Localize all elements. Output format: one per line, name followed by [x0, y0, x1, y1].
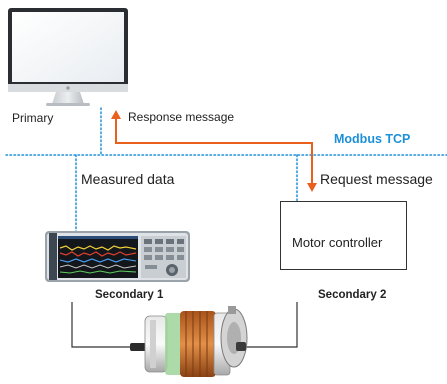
- secondary-1-wire: [71, 302, 140, 348]
- response-message-label: Response message: [128, 110, 235, 124]
- secondary-2-label: Secondary 2: [318, 289, 387, 301]
- power-analyzer-icon: [45, 231, 190, 282]
- primary-label: Primary: [12, 111, 54, 125]
- measured-data-label: Measured data: [81, 171, 175, 187]
- secondary-1-label: Secondary 1: [95, 289, 164, 301]
- desktop-monitor-icon: [8, 8, 128, 106]
- request-arrowhead: [307, 183, 317, 192]
- electric-motor-icon: [130, 306, 248, 377]
- request-message-label: Request message: [320, 171, 433, 187]
- response-arrowhead: [111, 110, 121, 119]
- secondary-2-wire: [242, 302, 298, 348]
- motor-controller-box: [280, 201, 407, 270]
- motor-controller-label: Motor controller: [292, 235, 383, 250]
- message-arrow: [111, 110, 317, 192]
- protocol-label: Modbus TCP: [334, 132, 411, 146]
